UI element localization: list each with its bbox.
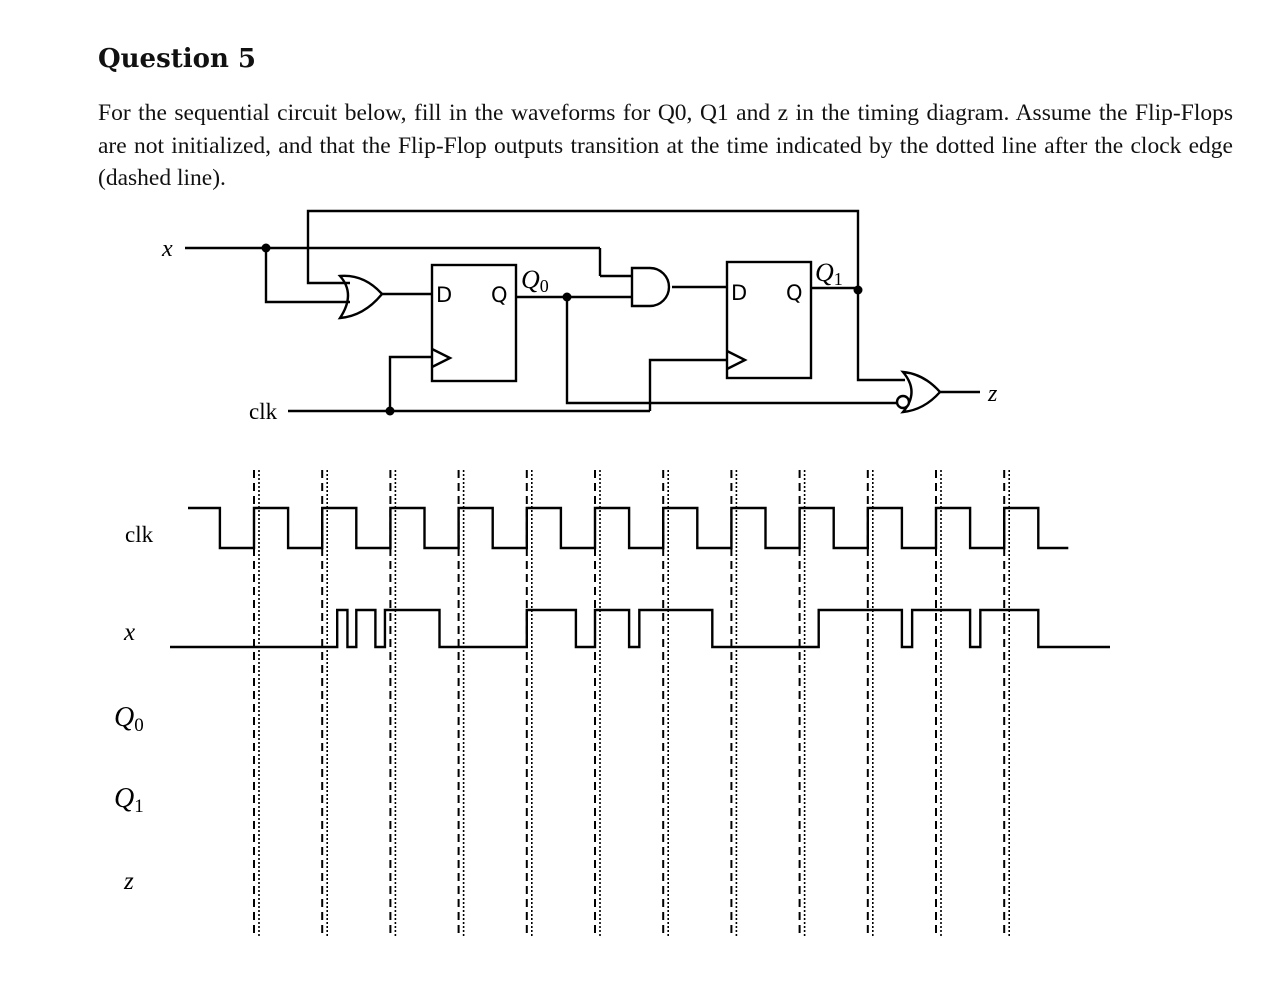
and-gate	[630, 266, 671, 308]
wire-q0-to-or2	[565, 297, 898, 405]
wire-clk-ff1	[648, 358, 727, 411]
circuit-label-x: x	[161, 236, 173, 262]
junction-clk	[385, 406, 395, 416]
ff0-q-label: Q	[491, 283, 508, 307]
wire-q1-feedback	[306, 209, 860, 288]
or2-inversion-bubble	[895, 394, 911, 410]
wire-x-to-or	[264, 248, 350, 304]
ff0-clock-triangle	[431, 347, 453, 369]
or-gate-input	[337, 274, 384, 320]
waveform-x	[170, 608, 1110, 649]
row-label-q1: Q1	[114, 783, 144, 817]
circuit-label-clk: clk	[249, 399, 278, 424]
flip-flop-1	[725, 260, 813, 380]
junction-q0	[562, 292, 572, 302]
wire-q1-to-or2	[856, 288, 905, 382]
waveform-clk	[188, 506, 1069, 550]
ff1-clock-triangle	[726, 349, 748, 371]
junction-q1	[853, 285, 863, 295]
ff1-d-label: D	[731, 281, 747, 305]
junction-x	[261, 243, 271, 253]
row-label-q0: Q0	[114, 702, 144, 736]
circuit-label-z: z	[987, 381, 998, 407]
wire-clk-ff0	[388, 355, 432, 411]
question-title: Question 5	[98, 44, 257, 74]
question-instructions: For the sequential circuit below, fill i…	[98, 100, 1233, 191]
circuit-label-q1: Q1	[815, 258, 843, 289]
flip-flop-0	[430, 263, 518, 383]
or-gate-output	[900, 370, 942, 414]
ff0-d-label: D	[436, 283, 452, 307]
row-label-x: x	[123, 619, 135, 646]
row-label-z: z	[123, 868, 134, 895]
ff1-q-label: Q	[786, 281, 803, 305]
circuit-label-q0: Q0	[521, 265, 549, 296]
row-label-clk: clk	[125, 522, 154, 547]
